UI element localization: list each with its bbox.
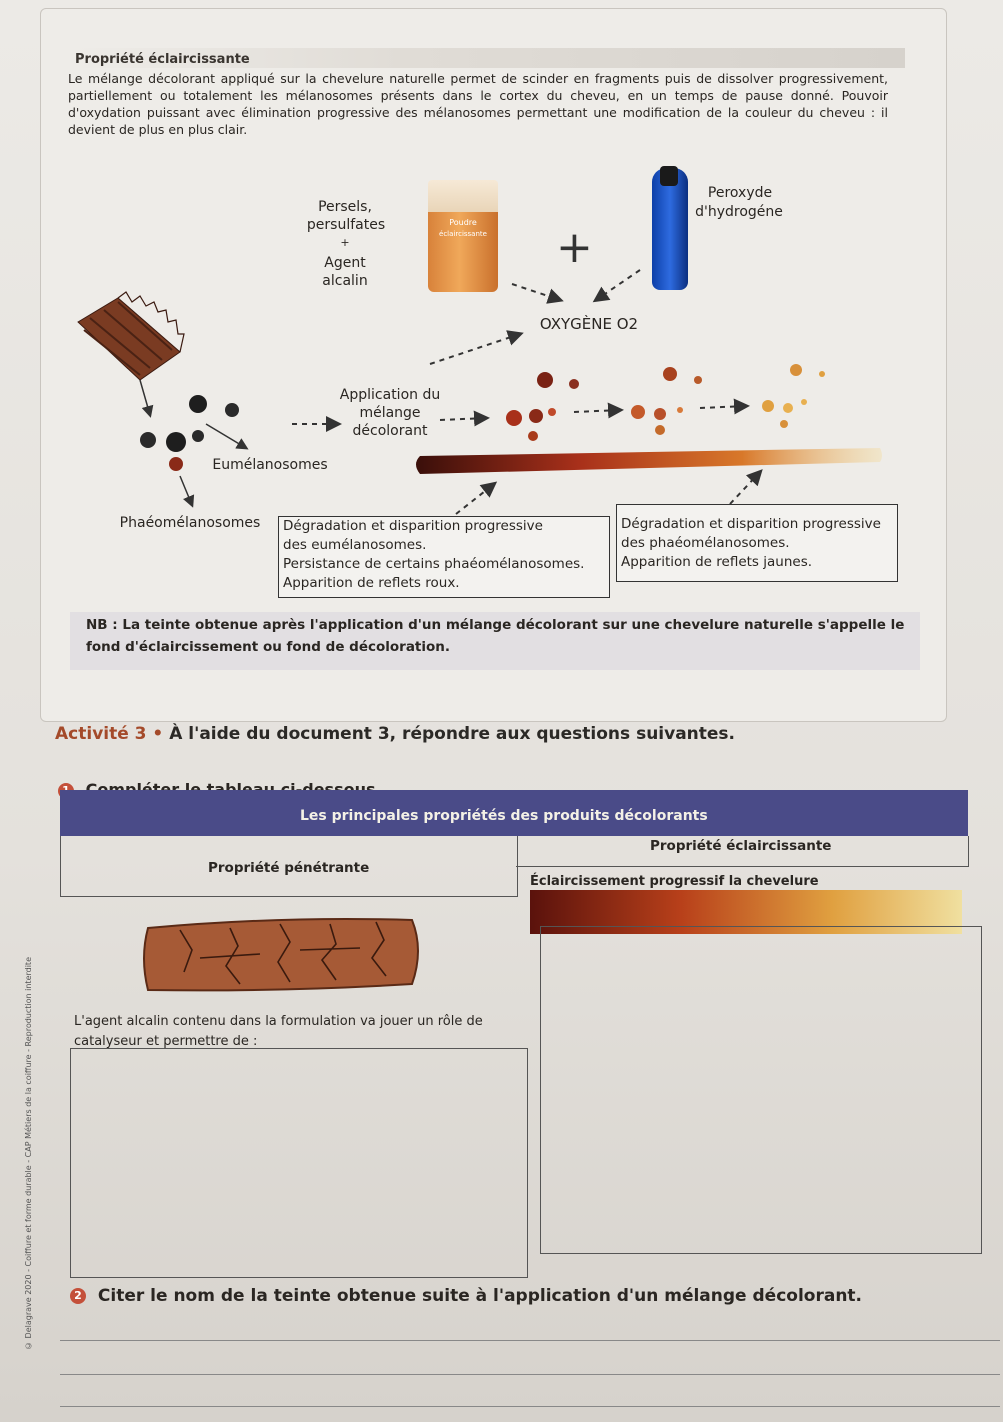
cracked-hair-strand-icon xyxy=(143,918,419,992)
box-eumelanosomes: Dégradation et disparition progressive d… xyxy=(278,516,610,598)
table-col-right-label: Propriété éclaircissante xyxy=(650,838,832,854)
plus-sign: + xyxy=(556,222,593,273)
table-header-band xyxy=(60,790,968,836)
melanosome-dot xyxy=(169,457,183,471)
activity-text: À l'aide du document 3, répondre aux que… xyxy=(169,724,736,744)
table-col-left-label: Propriété pénétrante xyxy=(208,860,370,876)
box-right-line: des phaéomélanosomes. xyxy=(621,535,790,551)
nb-band xyxy=(70,612,920,670)
melanosome-dot xyxy=(140,432,156,448)
peroxide-bottle-cap xyxy=(660,166,678,186)
arrow-eumel xyxy=(205,423,249,450)
label-peroxyde: Peroxyde xyxy=(707,185,773,201)
label-oxygen: OXYGÈNE O2 xyxy=(539,315,639,333)
table-title: Les principales propriétés des produits … xyxy=(300,808,708,824)
activity-heading: Activité 3 • À l'aide du document 3, rép… xyxy=(55,724,735,744)
melanosome-dot xyxy=(189,395,207,413)
label-application-1: Application du xyxy=(339,387,441,403)
table-left-text: L'agent alcalin contenu dans la formulat… xyxy=(74,1014,483,1049)
label-persulfates: persulfates xyxy=(306,217,386,233)
title-band xyxy=(70,48,905,68)
question-2: 2 Citer le nom de la teinte obtenue suit… xyxy=(70,1286,862,1306)
melanosome-dot xyxy=(166,432,186,452)
box-left-line: des eumélanosomes. xyxy=(283,537,427,553)
arrow-hair-down xyxy=(139,379,154,418)
label-application-3: décolorant xyxy=(352,423,428,439)
answer-box-right[interactable] xyxy=(540,926,982,1254)
table-right-subtitle: Éclaircissement progressif la chevelure xyxy=(530,874,819,889)
label-application-2: mélange xyxy=(359,405,421,421)
label-plus-small: + xyxy=(340,236,350,249)
box-phaeomelanosomes: Dégradation et disparition progressive d… xyxy=(616,504,898,582)
peroxide-bottle xyxy=(652,168,688,290)
table-col-right-header xyxy=(516,836,969,867)
label-persels: Persels, xyxy=(318,199,372,215)
box-left-line: Persistance de certains phaéomélanosomes… xyxy=(283,556,585,572)
activity-label: Activité 3 xyxy=(55,724,147,744)
box-left-line: Dégradation et disparition progressive xyxy=(283,518,543,534)
jar-label-powder: Poudre xyxy=(449,218,477,227)
label-alcalin: alcalin xyxy=(322,273,368,289)
melanosome-dot xyxy=(192,430,204,442)
intro-paragraph: Le mélange décolorant appliqué sur la ch… xyxy=(68,71,888,137)
label-agent: Agent xyxy=(324,255,366,271)
document-title: Propriété éclaircissante xyxy=(75,52,250,67)
jar-label-lightening: éclaircissante xyxy=(439,230,487,238)
melanosome-dot xyxy=(225,403,239,417)
color-gradient-bar xyxy=(416,448,882,474)
label-eumelanosomes: Eumélanosomes xyxy=(212,457,328,473)
question-2-text: Citer le nom de la teinte obtenue suite … xyxy=(97,1286,863,1306)
label-hydrogene: d'hydrogéne xyxy=(695,204,783,220)
arrow-phaeo xyxy=(179,475,195,508)
box-right-line: Dégradation et disparition progressive xyxy=(621,516,881,532)
copyright-side-note: © Delagrave 2020 - Coiffure et forme dur… xyxy=(24,957,33,1350)
diagram-graphics xyxy=(77,269,882,515)
question-number-badge: 2 xyxy=(70,1288,86,1304)
box-right-line: Apparition de reflets jaunes. xyxy=(621,554,813,570)
label-phaeomelanosomes: Phaéomélanosomes xyxy=(119,515,261,531)
activity-bullet: • xyxy=(152,724,164,744)
nb-text: NB : La teinte obtenue après l'applicati… xyxy=(86,617,905,655)
answer-line[interactable] xyxy=(60,1406,1000,1407)
box-left-line: Apparition de reflets roux. xyxy=(283,575,460,591)
powder-jar-lid xyxy=(428,180,498,212)
hair-strand-icon xyxy=(77,291,185,381)
answer-line[interactable] xyxy=(60,1340,1000,1341)
answer-line[interactable] xyxy=(60,1374,1000,1375)
answer-box-left[interactable] xyxy=(70,1048,528,1278)
